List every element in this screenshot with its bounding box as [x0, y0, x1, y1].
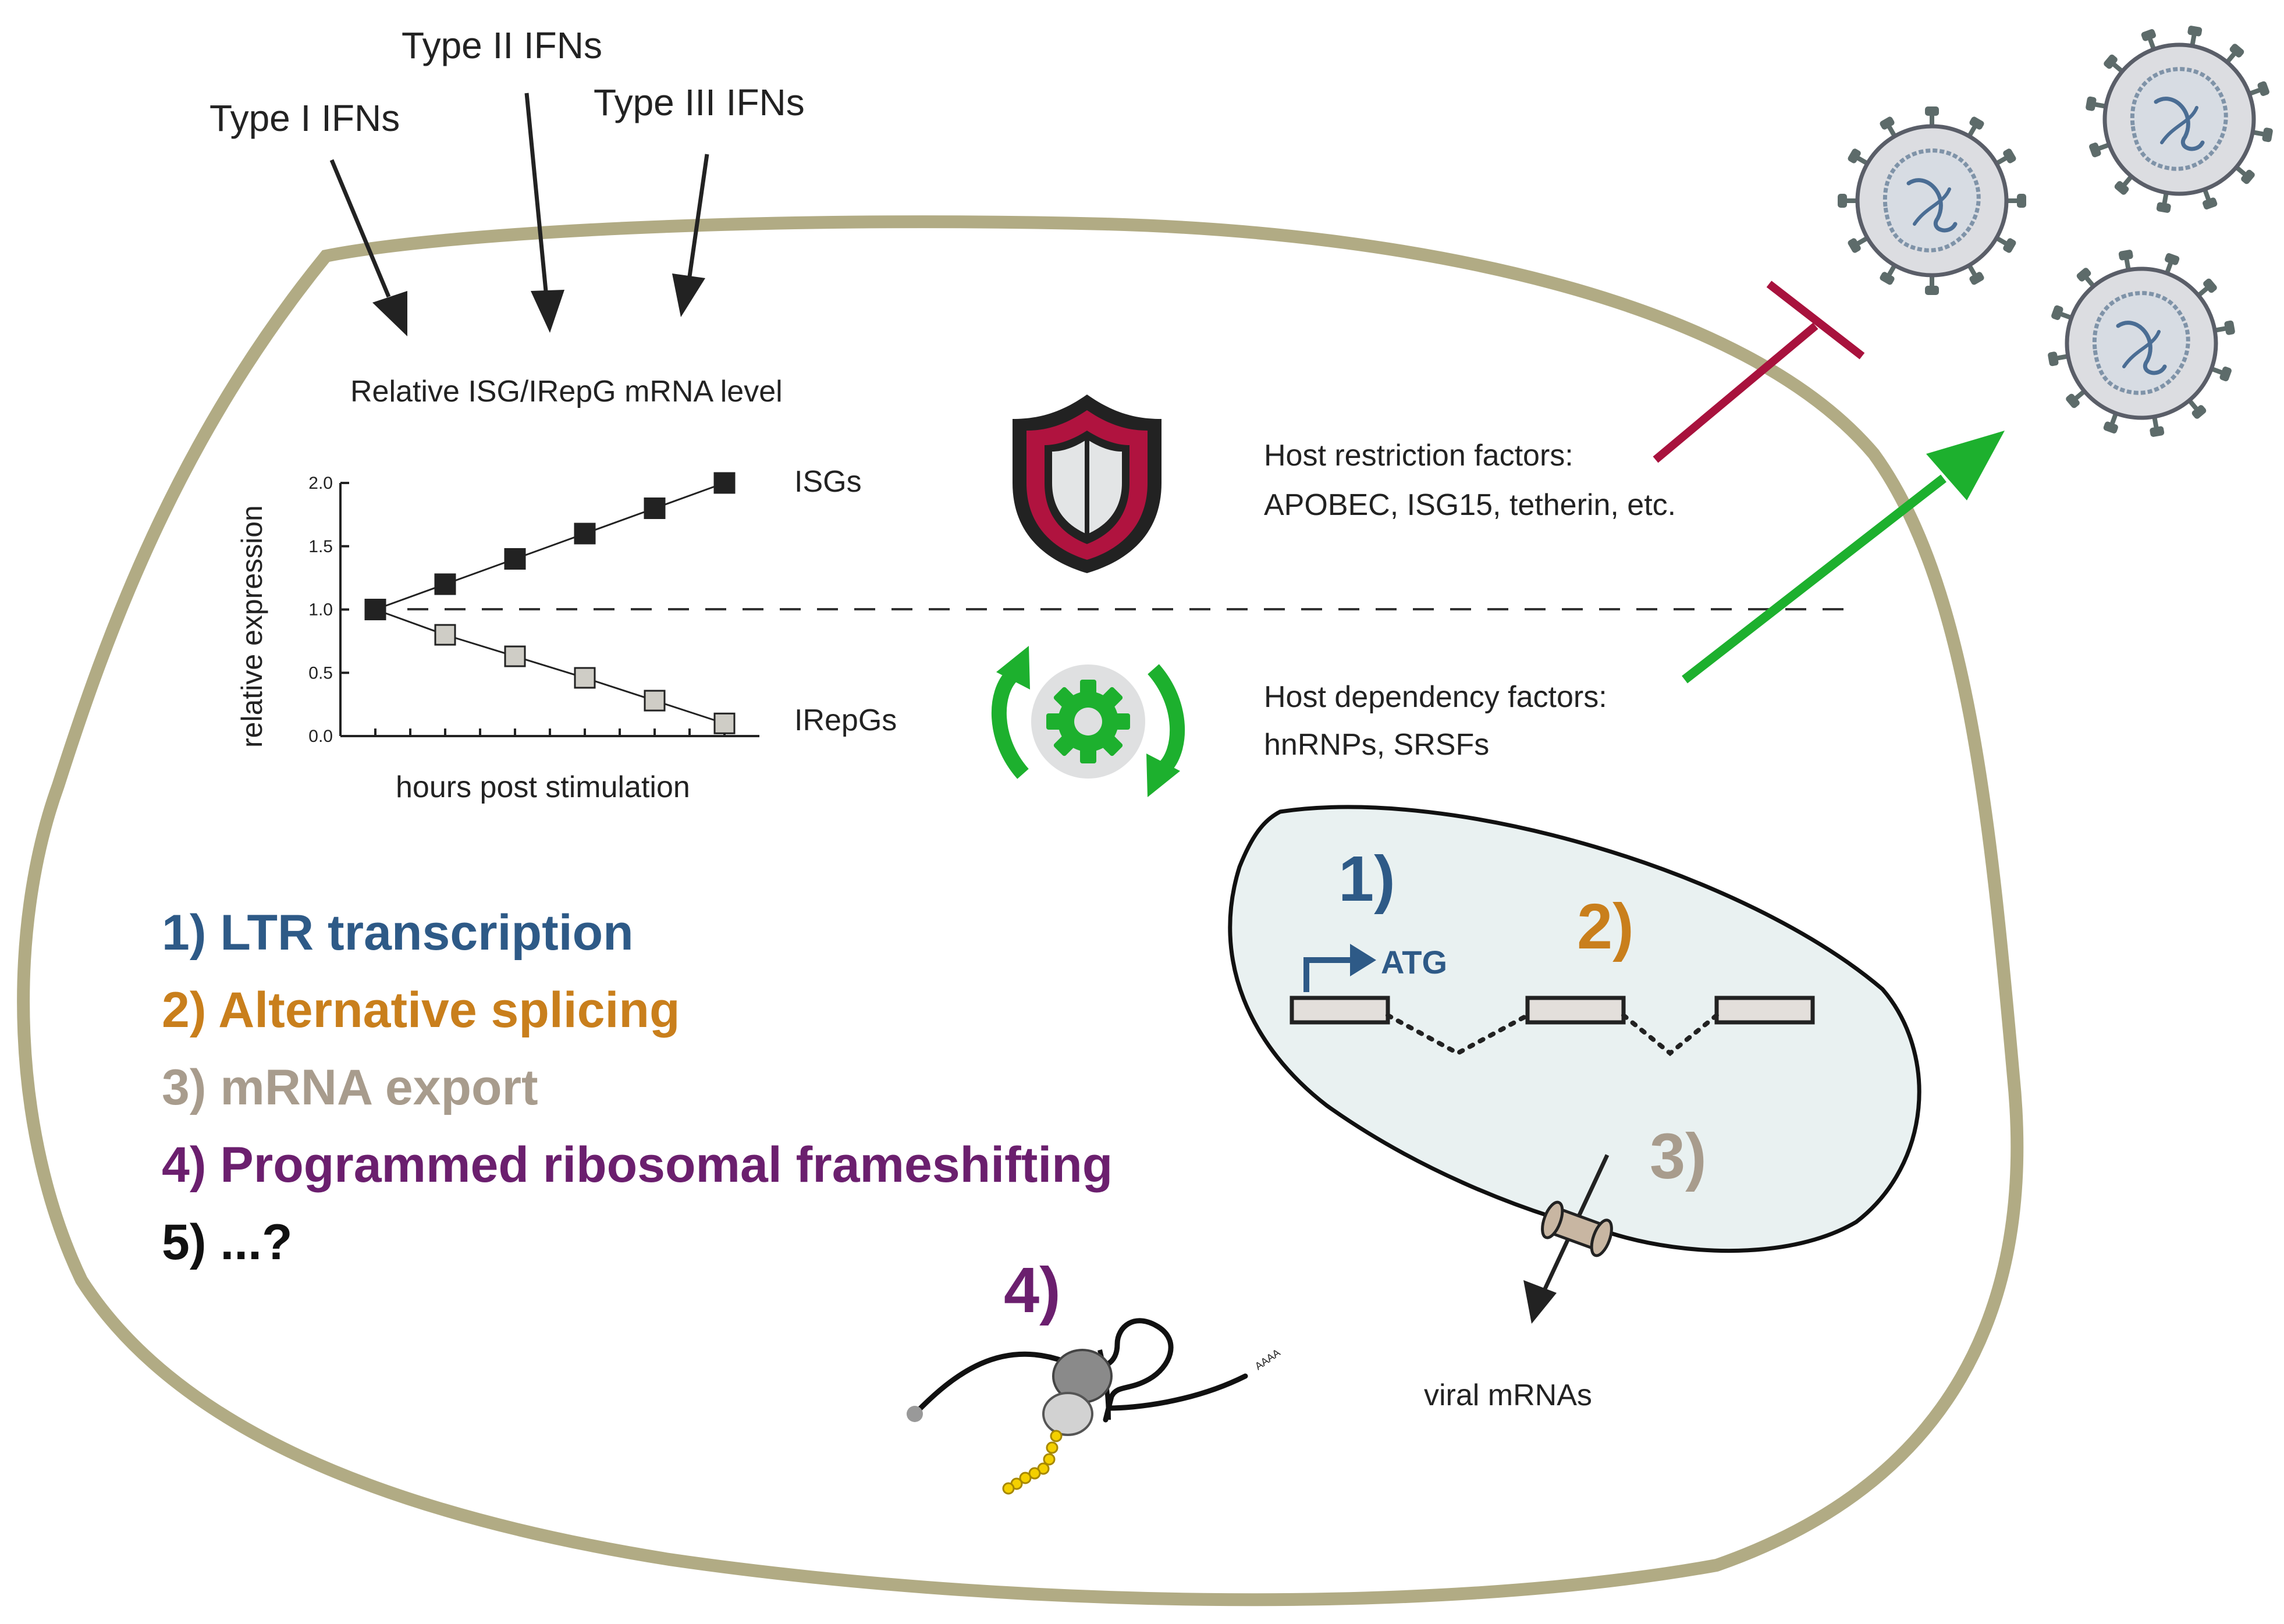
peptide-bead: [1019, 1472, 1032, 1484]
data-point-irepgs: [713, 712, 736, 734]
data-point-isgs: [364, 599, 386, 620]
shield-icon: [1013, 395, 1161, 573]
virus-group: [1838, 26, 2273, 437]
step-list: 1) LTR transcription 2) Alternative spli…: [162, 905, 1113, 1270]
step-2-text: 2) Alternative splicing: [162, 982, 680, 1038]
intron-2: [1621, 1013, 1719, 1057]
peptide-bead: [1050, 1430, 1063, 1442]
exon-2: [1525, 996, 1626, 1025]
y-tick-label: 2.0: [308, 474, 333, 493]
y-tick-label: 0.5: [308, 663, 333, 683]
polya-tail-label: AAAA: [1253, 1346, 1283, 1372]
y-tick-label: 1.0: [308, 600, 333, 620]
graph-ylabel: relative expression: [236, 505, 268, 748]
cycle-arrows-icon: [991, 664, 1185, 779]
intron-1: [1386, 1013, 1530, 1056]
graph-series: [364, 472, 736, 734]
data-point-isgs: [644, 497, 666, 519]
data-point-isgs: [574, 523, 596, 545]
peptide-bead: [1028, 1467, 1041, 1480]
data-point-isgs: [434, 573, 456, 595]
y-tick-label: 1.5: [308, 537, 333, 556]
virus-icon: [1838, 106, 2026, 295]
graph-title: Relative ISG/IRepG mRNA level: [350, 375, 783, 408]
nuclear-pore-icon: [1541, 1200, 1613, 1257]
data-point-isgs: [713, 472, 736, 494]
inhibition-arrow: [1653, 280, 1865, 463]
cell-membrane: [17, 215, 2024, 1607]
step-1-text: 1) LTR transcription: [162, 905, 634, 961]
cycle-arrowheads: [996, 646, 1180, 797]
restriction-factors-examples: APOBEC, ISG15, tetherin, etc.: [1264, 488, 1676, 522]
atg-label: ATG: [1381, 944, 1447, 980]
step-5-text: 5) ...?: [162, 1214, 293, 1270]
dependency-factors-examples: hnRNPs, SRSFs: [1264, 728, 1489, 762]
nucleus-step1-label: 1): [1338, 843, 1395, 915]
nucleus-step3-label: 3): [1650, 1121, 1707, 1192]
nucleus: 1) 2) 3) ATG: [1228, 805, 1921, 1253]
viral-mrnas-label: viral mRNAs: [1424, 1378, 1592, 1412]
exon-1: [1290, 996, 1390, 1025]
series-line-irepgs: [375, 609, 725, 724]
gear-icon: [1031, 664, 1145, 779]
y-tick-label: 0.0: [308, 727, 333, 746]
graph-xlabel: hours post stimulation: [396, 770, 690, 804]
promotion-arrow: [1682, 431, 2005, 684]
exon-3: [1714, 996, 1815, 1025]
promoter-arrow-icon: [1303, 944, 1376, 992]
irepg-series-label: IRepGs: [794, 703, 897, 737]
virus-icon: [2048, 250, 2235, 437]
step-4-text: 4) Programmed ribosomal frameshifting: [162, 1137, 1113, 1193]
peptide-bead: [1002, 1482, 1015, 1495]
data-point-irepgs: [574, 667, 596, 689]
ribosome-icon: 4) AAAA: [907, 1255, 1283, 1495]
graph-y-ticks: 2.0 1.5 1.0 0.5 0.0: [308, 474, 349, 746]
nucleus-step2-label: 2): [1577, 891, 1634, 962]
type3-ifn-label: Type III IFNs: [594, 81, 805, 123]
restriction-factors-title: Host restriction factors:: [1264, 439, 1573, 472]
ifn-arrows: [329, 93, 709, 336]
ribosome-step4-label: 4): [1004, 1255, 1061, 1326]
step-3-text: 3) mRNA export: [162, 1060, 538, 1115]
data-point-irepgs: [434, 624, 456, 646]
data-point-irepgs: [504, 645, 526, 667]
type1-ifn-label: Type I IFNs: [209, 97, 400, 139]
peptide-bead: [1046, 1441, 1058, 1454]
expression-graph: Relative ISG/IRepG mRNA level relative e…: [236, 375, 897, 804]
virus-icon: [2086, 26, 2273, 213]
isg-series-label: ISGs: [794, 465, 862, 499]
peptide-bead: [1043, 1453, 1056, 1466]
dependency-factors-title: Host dependency factors:: [1264, 680, 1607, 714]
series-line-isgs: [375, 482, 725, 610]
data-point-irepgs: [644, 690, 666, 712]
data-point-isgs: [504, 548, 526, 570]
type2-ifn-label: Type II IFNs: [402, 24, 602, 66]
